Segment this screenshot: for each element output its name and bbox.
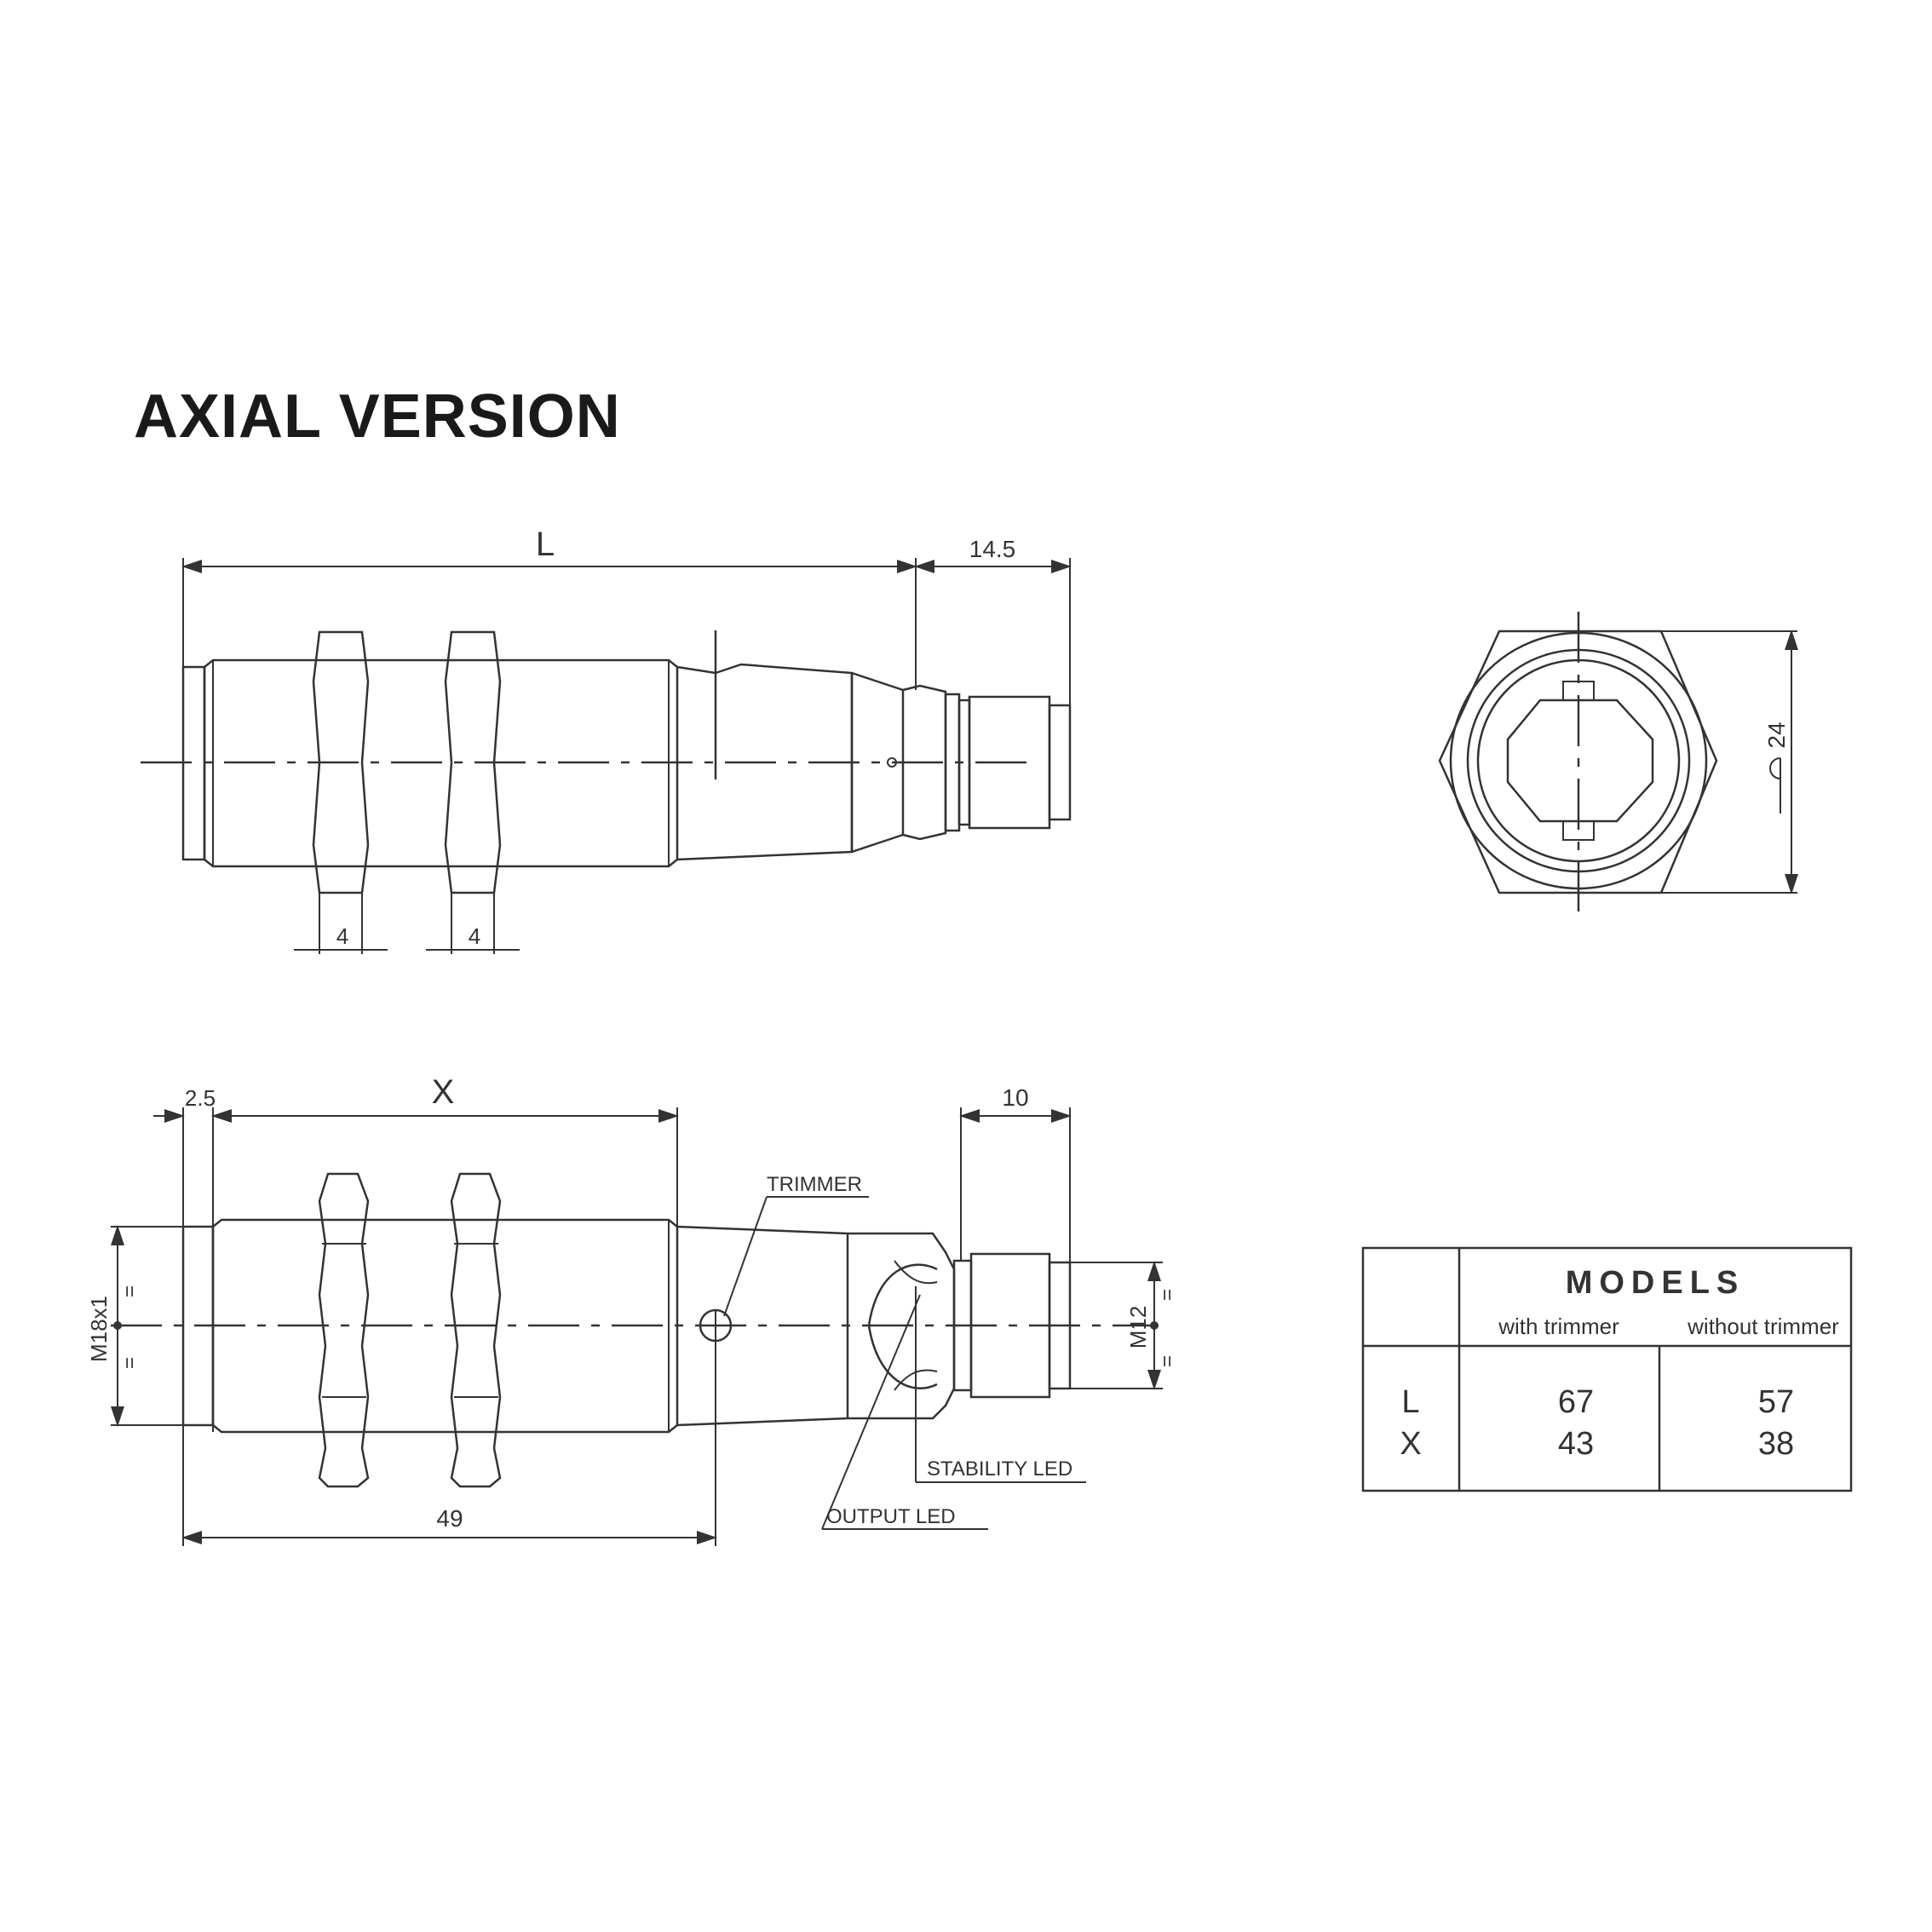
col-with-trimmer: with trimmer <box>1498 1314 1619 1339</box>
cell-X-without: 38 <box>1758 1426 1794 1462</box>
spanner-symbol-icon <box>1769 757 1781 814</box>
dim-2-5: 2.5 <box>185 1085 216 1111</box>
nut-width-1: 4 <box>336 923 348 949</box>
row-label-X: X <box>1400 1426 1421 1462</box>
row-label-L: L <box>1401 1384 1419 1420</box>
eq-mark-2: = <box>118 1357 141 1369</box>
models-table: MODELS with trimmer without trimmer L 67… <box>1361 1246 1853 1492</box>
dim-24: 24 <box>1763 722 1790 748</box>
cell-X-with: 43 <box>1558 1426 1594 1462</box>
cell-L-without: 57 <box>1758 1384 1794 1420</box>
callout-stability-led: STABILITY LED <box>927 1458 1072 1481</box>
side-view: M18x1 = = M12 = = 2.5 X 10 49 TRIMMER <box>86 1073 1179 1546</box>
page-title: AXIAL VERSION <box>134 382 621 451</box>
eq-mark-4: = <box>1156 1355 1179 1367</box>
callout-output-led: OUTPUT LED <box>826 1505 956 1528</box>
cell-L-with: 67 <box>1558 1384 1594 1420</box>
dim-L: L <box>536 526 555 563</box>
thread-m18: M18x1 <box>86 1296 112 1362</box>
end-view: 24 <box>1438 612 1798 911</box>
eq-mark-3: = <box>1156 1289 1179 1301</box>
callout-trimmer: TRIMMER <box>767 1173 862 1196</box>
dim-49: 49 <box>436 1505 463 1532</box>
nut-width-2: 4 <box>469 923 480 949</box>
eq-mark-1: = <box>118 1285 141 1297</box>
thread-m12: M12 <box>1125 1306 1151 1349</box>
dim-X: X <box>432 1073 455 1111</box>
dim-14-5: 14.5 <box>969 536 1016 562</box>
col-without-trimmer: without trimmer <box>1687 1314 1839 1339</box>
models-header: MODELS <box>1566 1265 1745 1301</box>
dim-10: 10 <box>1002 1084 1028 1111</box>
top-view: L 14.5 4 4 <box>141 526 1072 954</box>
